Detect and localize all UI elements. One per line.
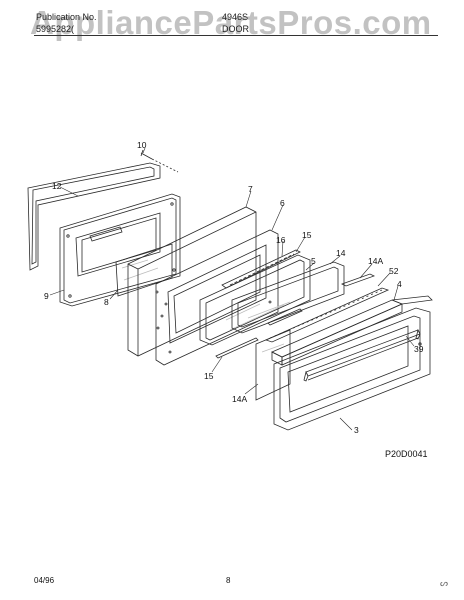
part-clip-lower bbox=[215, 337, 259, 359]
part-outer-door-panel bbox=[273, 307, 431, 431]
part-insulation-upper bbox=[340, 273, 376, 287]
part-inner-panel bbox=[155, 229, 279, 366]
callout-9: 9 bbox=[44, 291, 49, 301]
callout-4: 4 bbox=[397, 279, 402, 289]
callout-16: 16 bbox=[276, 235, 286, 245]
footer-date: 04/96 bbox=[34, 576, 55, 585]
callout-8: 8 bbox=[104, 297, 109, 307]
part-door-handle bbox=[303, 328, 421, 382]
header-rule bbox=[34, 35, 438, 36]
callout-15-lower: 15 bbox=[204, 371, 214, 381]
part-window-glass bbox=[115, 243, 173, 297]
model-number: 4946S bbox=[222, 12, 249, 22]
callout-39: 39 bbox=[414, 344, 424, 354]
callout-6: 6 bbox=[280, 198, 285, 208]
part-clip-upper bbox=[267, 308, 303, 326]
callout-14a-upper: 14A bbox=[368, 256, 383, 266]
callout-14a-lower: 14A bbox=[232, 394, 247, 404]
part-trim-strip bbox=[264, 287, 390, 343]
callout-10: 10 bbox=[137, 140, 147, 150]
callout-5: 5 bbox=[311, 256, 316, 266]
callout-52: 52 bbox=[389, 266, 399, 276]
figure-code: P20D0041 bbox=[385, 449, 428, 459]
footer-page-number: 8 bbox=[226, 576, 231, 585]
footer-mark: ᔕ bbox=[440, 578, 449, 588]
part-door-outer-frame bbox=[59, 193, 181, 307]
callout-3: 3 bbox=[354, 425, 359, 435]
part-glass-retainer bbox=[221, 249, 301, 289]
part-insulation-lower bbox=[255, 329, 291, 401]
part-glass-pack bbox=[231, 261, 345, 334]
part-screw bbox=[140, 149, 179, 173]
part-handle-frame bbox=[271, 295, 433, 366]
callout-15-upper: 15 bbox=[302, 230, 312, 240]
callout-7: 7 bbox=[248, 184, 253, 194]
leader-lines bbox=[49, 147, 415, 431]
section-title: DOOR bbox=[222, 24, 249, 34]
callout-12: 12 bbox=[52, 181, 62, 191]
part-gasket bbox=[27, 162, 161, 271]
callout-14: 14 bbox=[336, 248, 346, 258]
publication-label: Publication No. bbox=[36, 12, 97, 22]
publication-number: 5995282( bbox=[36, 24, 75, 34]
